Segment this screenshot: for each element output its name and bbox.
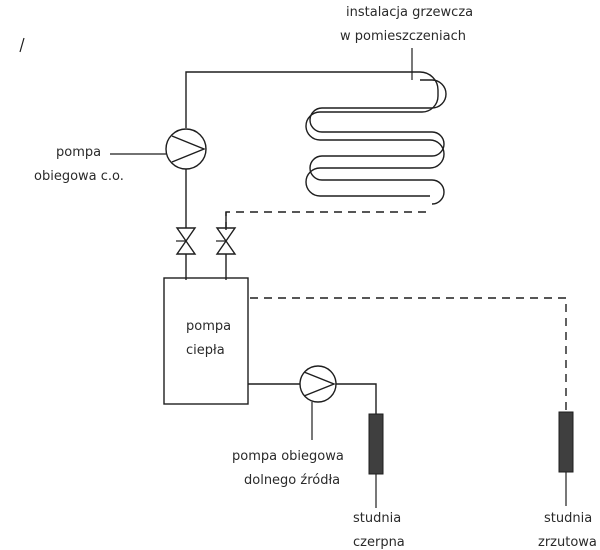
heat-pump-box — [163, 277, 249, 405]
return-well — [558, 411, 574, 506]
label-supply-well-1: studnia — [353, 511, 401, 526]
label-supply-well-2: czerpna — [353, 535, 405, 550]
label-heat-pump-2: ciepła — [186, 343, 225, 358]
label-circulation-pump-2: obiegowa c.o. — [34, 169, 124, 184]
pencil-mark — [19, 37, 25, 53]
valve-right — [215, 212, 237, 280]
label-heating-installation-1: instalacja grzewcza — [346, 5, 473, 20]
label-return-well-1: studnia — [544, 511, 592, 526]
label-source-pump-2: dolnego źródła — [244, 473, 340, 488]
return-well-pipe-dashed — [250, 297, 567, 412]
circulation-pump-co — [110, 128, 207, 228]
label-heating-installation-2: w pomieszczeniach — [340, 29, 466, 44]
label-circulation-pump-1: pompa — [56, 145, 101, 160]
supply-well — [368, 413, 384, 508]
return-pipe-dashed — [225, 211, 428, 230]
heating-coil — [185, 71, 447, 205]
valve-left — [175, 227, 197, 280]
label-source-pump-1: pompa obiegowa — [232, 449, 344, 464]
source-circuit — [248, 365, 377, 440]
label-heat-pump-1: pompa — [186, 319, 231, 334]
label-return-well-2: zrzutowa — [538, 535, 597, 550]
